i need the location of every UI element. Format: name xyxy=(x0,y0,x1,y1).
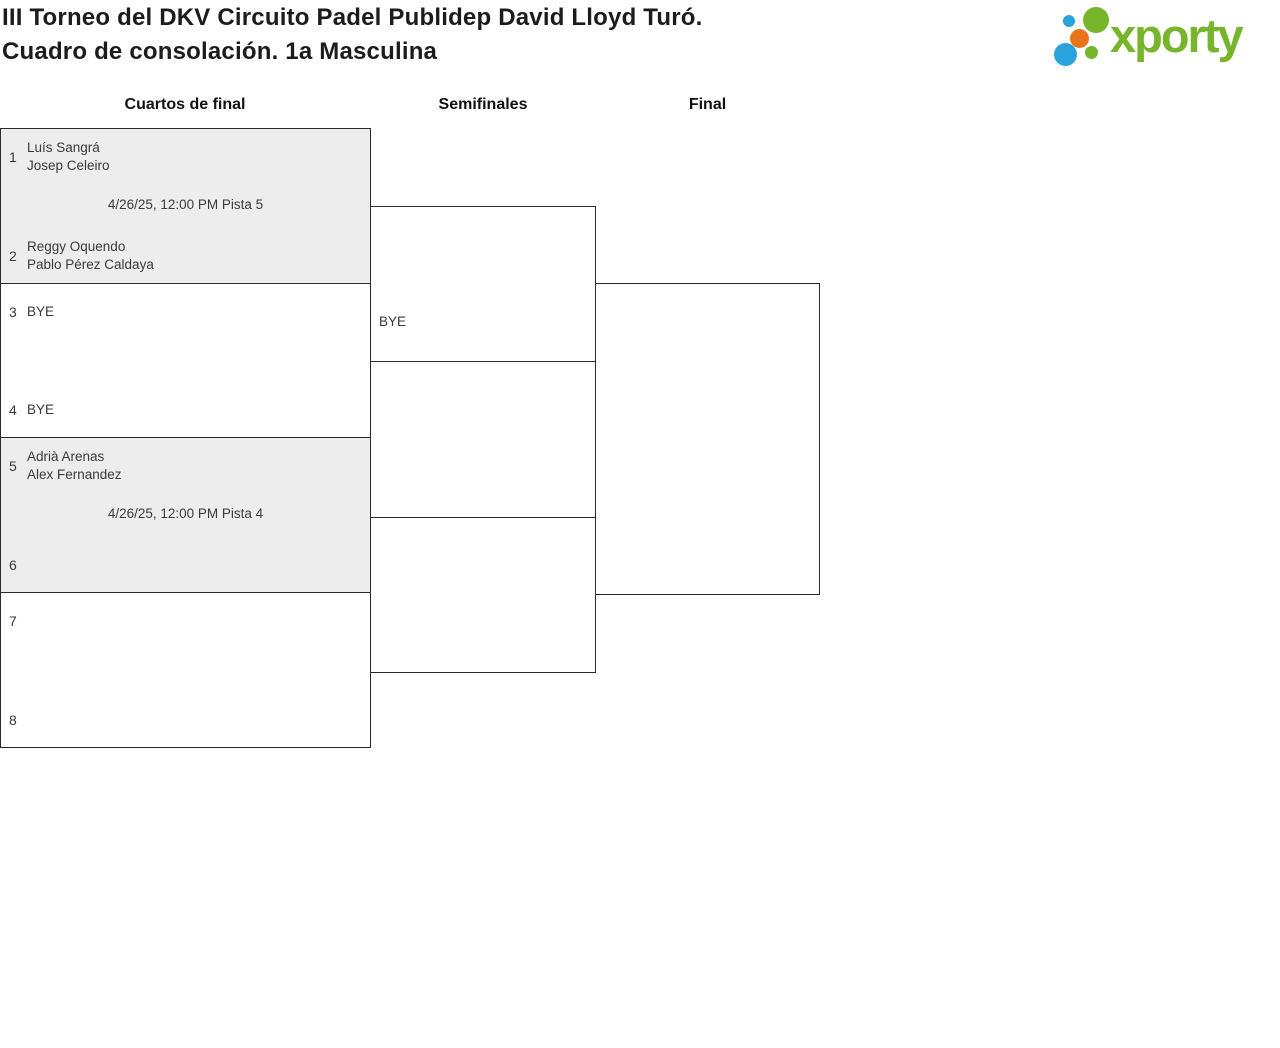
page-title: III Torneo del DKV Circuito Padel Publid… xyxy=(2,1,703,69)
quarterfinal-match-1[interactable]: 1 Luís Sangrá Josep Celeiro 4/26/25, 12:… xyxy=(0,128,371,283)
seed-number: 4 xyxy=(9,402,17,418)
seed-number: 6 xyxy=(9,557,17,573)
xporty-logo[interactable]: xporty xyxy=(1052,5,1274,69)
team-names: Adrià Arenas Alex Fernandez xyxy=(27,448,122,484)
seed-number: 5 xyxy=(9,458,17,474)
logo-wordmark: xporty xyxy=(1110,9,1244,62)
column-header-quarterfinals: Cuartos de final xyxy=(124,96,246,113)
team-slot-seed-4: 4 BYE xyxy=(9,392,362,428)
player-name: BYE xyxy=(27,402,55,417)
semifinal-match-2[interactable] xyxy=(370,517,596,673)
team-names: Luís Sangrá Josep Celeiro xyxy=(27,139,110,175)
team-slot-seed-2: 2 Reggy Oquendo Pablo Pérez Caldaya xyxy=(9,238,362,274)
player-name: Josep Celeiro xyxy=(27,158,110,173)
team-names: BYE xyxy=(27,401,54,419)
seed-number: 1 xyxy=(9,149,17,165)
player-name: Luís Sangrá xyxy=(27,140,100,155)
semifinal-match-1[interactable]: BYE xyxy=(370,206,596,362)
team-slot-seed-8: 8 xyxy=(9,702,362,738)
column-header-final: Final xyxy=(688,96,727,113)
quarterfinal-match-2[interactable]: 3 BYE 4 BYE xyxy=(0,283,371,437)
player-name: Pablo Pérez Caldaya xyxy=(27,257,154,272)
player-name: BYE xyxy=(27,304,55,319)
team-slot-seed-3: 3 BYE xyxy=(9,294,362,330)
seed-number: 8 xyxy=(9,712,17,728)
team-slot-seed-1: 1 Luís Sangrá Josep Celeiro xyxy=(9,139,362,175)
logo-dot-green-large-icon xyxy=(1083,7,1109,33)
player-name: Alex Fernandez xyxy=(27,467,122,482)
logo-dot-orange-icon xyxy=(1070,29,1089,48)
logo-dot-green-small-icon xyxy=(1085,46,1098,59)
seed-number: 2 xyxy=(9,248,17,264)
seed-number: 7 xyxy=(9,613,17,629)
page-title-line-2: Cuadro de consolación. 1a Masculina xyxy=(2,38,438,65)
page-title-line-1: III Torneo del DKV Circuito Padel Publid… xyxy=(2,4,703,31)
team-slot-seed-6: 6 xyxy=(9,547,362,583)
quarterfinal-match-4[interactable]: 7 8 xyxy=(0,592,371,748)
player-name: Adrià Arenas xyxy=(27,449,105,464)
team-names: BYE xyxy=(27,303,54,321)
final-match[interactable] xyxy=(595,283,820,595)
team-slot-winner-qf2: BYE xyxy=(379,314,407,329)
player-name: Reggy Oquendo xyxy=(27,239,126,254)
logo-dot-blue-small-icon xyxy=(1063,15,1075,27)
match-schedule: 4/26/25, 12:00 PM Pista 4 xyxy=(107,506,264,521)
team-slot-seed-5: 5 Adrià Arenas Alex Fernandez xyxy=(9,448,362,484)
team-slot-seed-7: 7 xyxy=(9,603,362,639)
team-names: Reggy Oquendo Pablo Pérez Caldaya xyxy=(27,238,154,274)
match-schedule: 4/26/25, 12:00 PM Pista 5 xyxy=(107,197,264,212)
quarterfinal-match-3[interactable]: 5 Adrià Arenas Alex Fernandez 4/26/25, 1… xyxy=(0,437,371,592)
logo-dot-blue-large-icon xyxy=(1054,43,1077,66)
seed-number: 3 xyxy=(9,304,17,320)
column-header-semifinals: Semifinales xyxy=(438,96,528,113)
